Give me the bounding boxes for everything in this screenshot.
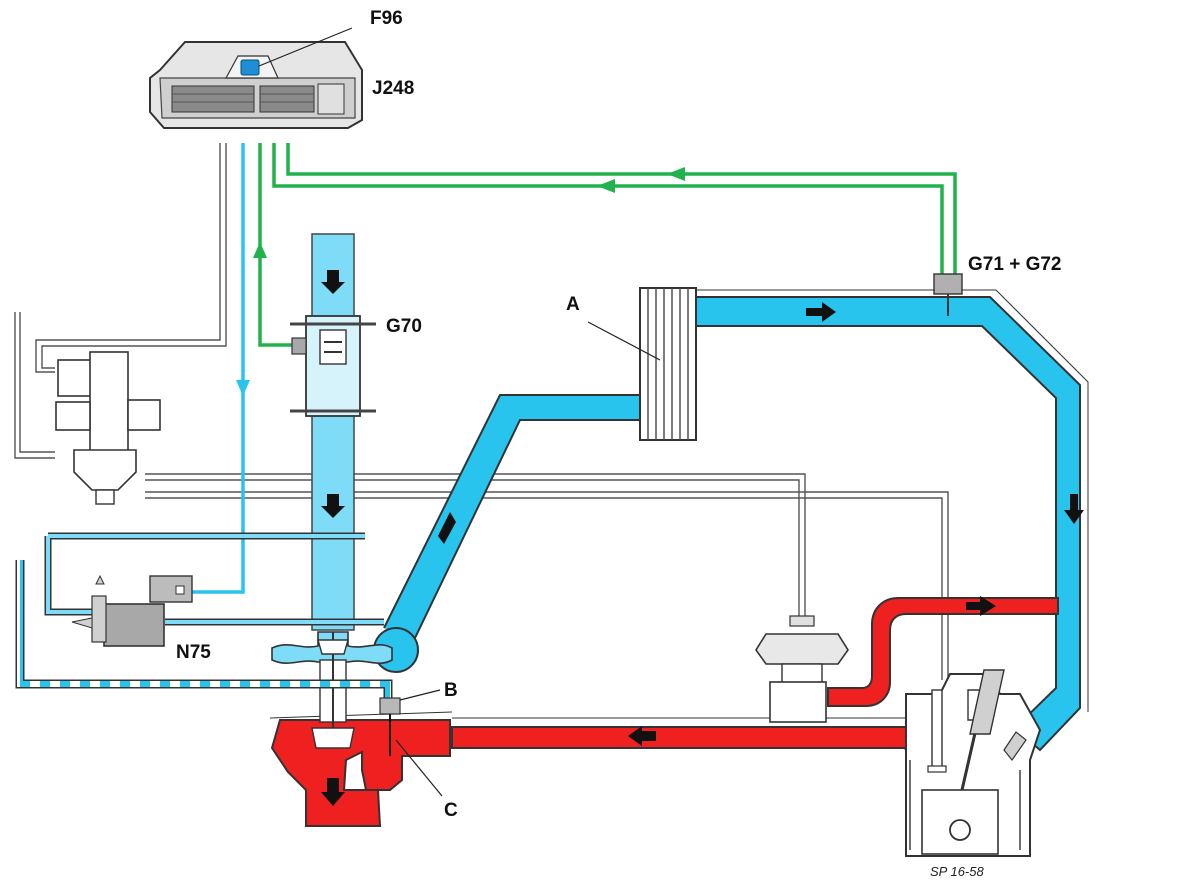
boost-pressure-sensor-g71-g72[interactable]: [933, 273, 963, 316]
egr-right-arrow: [966, 596, 996, 616]
label-b: B: [444, 680, 458, 701]
air-down-arrow-mid: [321, 494, 345, 518]
label-g70: G70: [386, 316, 422, 337]
flow-direction-arrows: [321, 270, 1084, 806]
engine-control-unit-j248[interactable]: [149, 41, 363, 129]
altitude-sensor-f96[interactable]: [240, 59, 260, 76]
f96-leader-line: [258, 27, 353, 67]
engine-cylinder: [905, 669, 1042, 857]
air-down-arrow-right: [1064, 494, 1084, 524]
label-j248: J248: [372, 78, 414, 99]
vacuum-hoses: [14, 143, 949, 680]
exhaust-left-arrow: [628, 726, 656, 746]
b-leader-line: [399, 689, 441, 701]
label-a: A: [566, 294, 580, 315]
vacuum-charge-lines: [15, 532, 393, 698]
label-c: C: [444, 800, 458, 821]
wastegate-actuator-b: [379, 697, 401, 756]
label-f96: F96: [370, 8, 403, 29]
reference-code: SP 16-58: [930, 864, 984, 879]
pressure-converter: [55, 351, 161, 505]
label-g71-g72: G71 + G72: [968, 254, 1061, 275]
air-mass-meter-g70[interactable]: [290, 315, 376, 417]
air-down-arrow-top: [321, 270, 345, 294]
label-n75: N75: [176, 642, 211, 663]
air-up-arrow-diagonal: [438, 512, 456, 544]
turbocharger-shaft: [311, 632, 355, 749]
solenoid-valve-n75[interactable]: [71, 574, 193, 647]
intercooler-a: [639, 287, 697, 441]
exhaust-down-arrow: [321, 778, 345, 806]
air-right-arrow: [806, 302, 836, 322]
c-leader-line: [395, 739, 443, 797]
egr-valve: [755, 615, 849, 723]
a-leader-line: [587, 321, 661, 361]
signal-flow-arrows: [236, 167, 685, 396]
